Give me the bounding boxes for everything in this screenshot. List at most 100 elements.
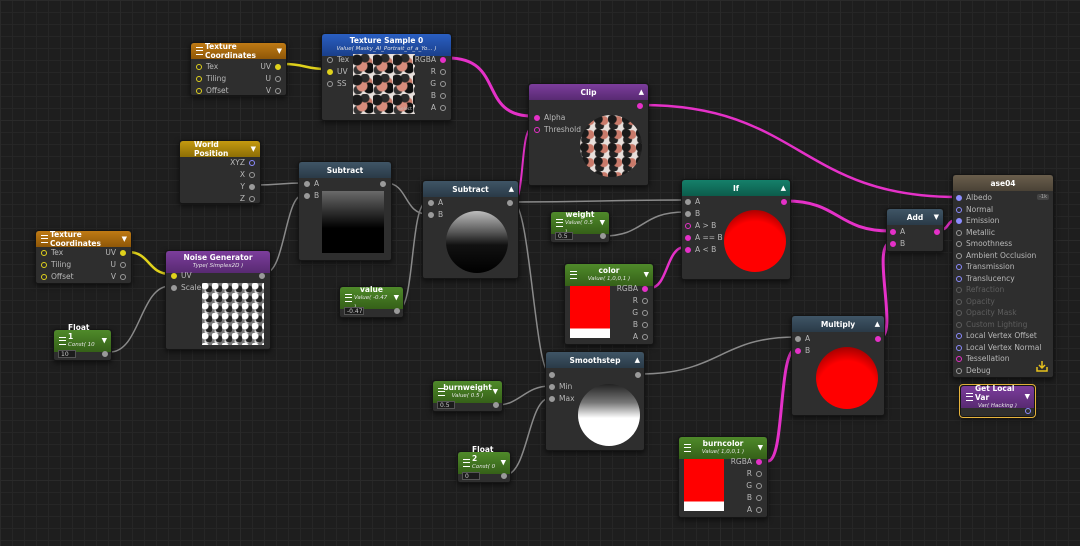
output-port-g[interactable]: G: [430, 78, 446, 89]
input-port-transmission[interactable]: Transmission: [956, 261, 1014, 272]
input-port-a[interactable]: A: [795, 333, 810, 344]
input-port-b[interactable]: B: [428, 209, 443, 220]
input-port-local-vertex-offset[interactable]: Local Vertex Offset: [956, 330, 1037, 341]
smoothstep-node[interactable]: Smoothstep▲ Min Max: [545, 351, 645, 451]
output-port-u[interactable]: U: [266, 73, 281, 84]
output-port-z[interactable]: Z: [240, 193, 255, 204]
output-port-a[interactable]: A: [633, 331, 648, 342]
output-port[interactable]: [376, 178, 386, 189]
output-port[interactable]: [98, 348, 108, 359]
input-port-a[interactable]: A: [890, 226, 905, 237]
output-port-uv[interactable]: UV: [105, 247, 126, 258]
output-port-y[interactable]: Y: [240, 181, 255, 192]
output-port-g[interactable]: G: [746, 480, 762, 491]
chevron-down-icon[interactable]: ▼: [393, 293, 399, 302]
output-port-v[interactable]: V: [266, 85, 281, 96]
input-port-smoothness[interactable]: Smoothness: [956, 238, 1012, 249]
output-port-g[interactable]: G: [632, 307, 648, 318]
texture-coordinates-node-1[interactable]: Texture Coordinates▼ Tex Tiling Offset U…: [190, 42, 287, 96]
multiply-node[interactable]: Multiply▲ A B: [791, 315, 885, 416]
input-port-albedo[interactable]: Albedo: [956, 192, 992, 203]
output-port[interactable]: [633, 100, 643, 111]
input-port-normal[interactable]: Normal: [956, 204, 993, 215]
output-port[interactable]: [631, 369, 641, 380]
master-tag[interactable]: -1k: [1037, 194, 1049, 200]
output-port-rgba[interactable]: RGBA: [731, 456, 762, 467]
input-port-a[interactable]: A: [685, 196, 700, 207]
value-field[interactable]: 0.5: [437, 401, 455, 409]
output-port-u[interactable]: U: [111, 259, 126, 270]
output-port-b[interactable]: B: [431, 90, 446, 101]
input-port-tiling[interactable]: Tiling: [41, 259, 71, 270]
chevron-up-icon[interactable]: ▲: [780, 184, 786, 192]
output-port-v[interactable]: V: [111, 271, 126, 282]
node-header[interactable]: Add▼: [887, 209, 943, 225]
output-port-a[interactable]: A: [431, 102, 446, 113]
node-header[interactable]: Smoothstep▲: [546, 352, 644, 368]
input-port-tiling[interactable]: Tiling: [196, 73, 226, 84]
value-field[interactable]: 10: [58, 350, 76, 358]
input-port-tex[interactable]: Tex: [41, 247, 63, 258]
clip-node[interactable]: Clip▲ Alpha Threshold: [528, 83, 649, 186]
output-port[interactable]: [390, 305, 400, 316]
input-port-value[interactable]: [549, 369, 559, 380]
input-port-b[interactable]: B: [795, 345, 810, 356]
input-port-min[interactable]: Min: [549, 381, 572, 392]
value-field[interactable]: -0.47: [344, 307, 364, 315]
chevron-down-icon[interactable]: ▼: [757, 443, 763, 452]
input-port-alpha[interactable]: Alpha: [534, 112, 565, 123]
chevron-up-icon[interactable]: ▲: [508, 185, 514, 193]
input-port-metallic[interactable]: Metallic: [956, 227, 995, 238]
input-port-a[interactable]: A: [428, 197, 443, 208]
chevron-down-icon[interactable]: ▼: [101, 336, 107, 345]
output-port-b[interactable]: B: [747, 492, 762, 503]
chevron-down-icon[interactable]: ▼: [492, 387, 498, 396]
node-header[interactable]: ase04: [953, 175, 1053, 191]
output-port[interactable]: [777, 196, 787, 207]
input-port-tex[interactable]: Tex: [196, 61, 218, 72]
output-port-r[interactable]: R: [431, 66, 446, 77]
if-node[interactable]: If▲ A B A > B A == B A < B: [681, 179, 791, 280]
output-port[interactable]: [497, 470, 507, 481]
node-header[interactable]: Multiply▲: [792, 316, 884, 332]
input-port-debug[interactable]: Debug: [956, 365, 991, 376]
output-port-r[interactable]: R: [633, 295, 648, 306]
input-port-local-vertex-normal[interactable]: Local Vertex Normal: [956, 342, 1041, 353]
chevron-down-icon[interactable]: ▼: [643, 270, 649, 279]
chevron-down-icon[interactable]: ▼: [250, 145, 256, 153]
output-port[interactable]: [1021, 405, 1031, 416]
node-header[interactable]: If▲: [682, 180, 790, 196]
input-port-uv[interactable]: UV: [171, 270, 192, 281]
input-port-a-less-b[interactable]: A < B: [685, 244, 716, 255]
output-port[interactable]: [255, 270, 265, 281]
input-port-b[interactable]: B: [685, 208, 700, 219]
node-header[interactable]: Subtract: [299, 162, 391, 178]
chevron-down-icon[interactable]: ▼: [1024, 392, 1030, 401]
chevron-up-icon[interactable]: ▲: [638, 88, 644, 96]
chevron-up-icon[interactable]: ▲: [874, 320, 880, 328]
node-header[interactable]: Clip▲: [529, 84, 648, 100]
chevron-down-icon[interactable]: ▼: [500, 458, 506, 467]
input-port-scale[interactable]: Scale: [171, 282, 201, 293]
output-port[interactable]: [930, 226, 940, 237]
input-port-b[interactable]: B: [890, 238, 905, 249]
subtract-node-1[interactable]: Subtract A B: [298, 161, 392, 261]
chevron-down-icon[interactable]: ▼: [276, 47, 282, 55]
texture-coordinates-node-2[interactable]: Texture Coordinates▼ Tex Tiling Offset U…: [35, 230, 132, 284]
